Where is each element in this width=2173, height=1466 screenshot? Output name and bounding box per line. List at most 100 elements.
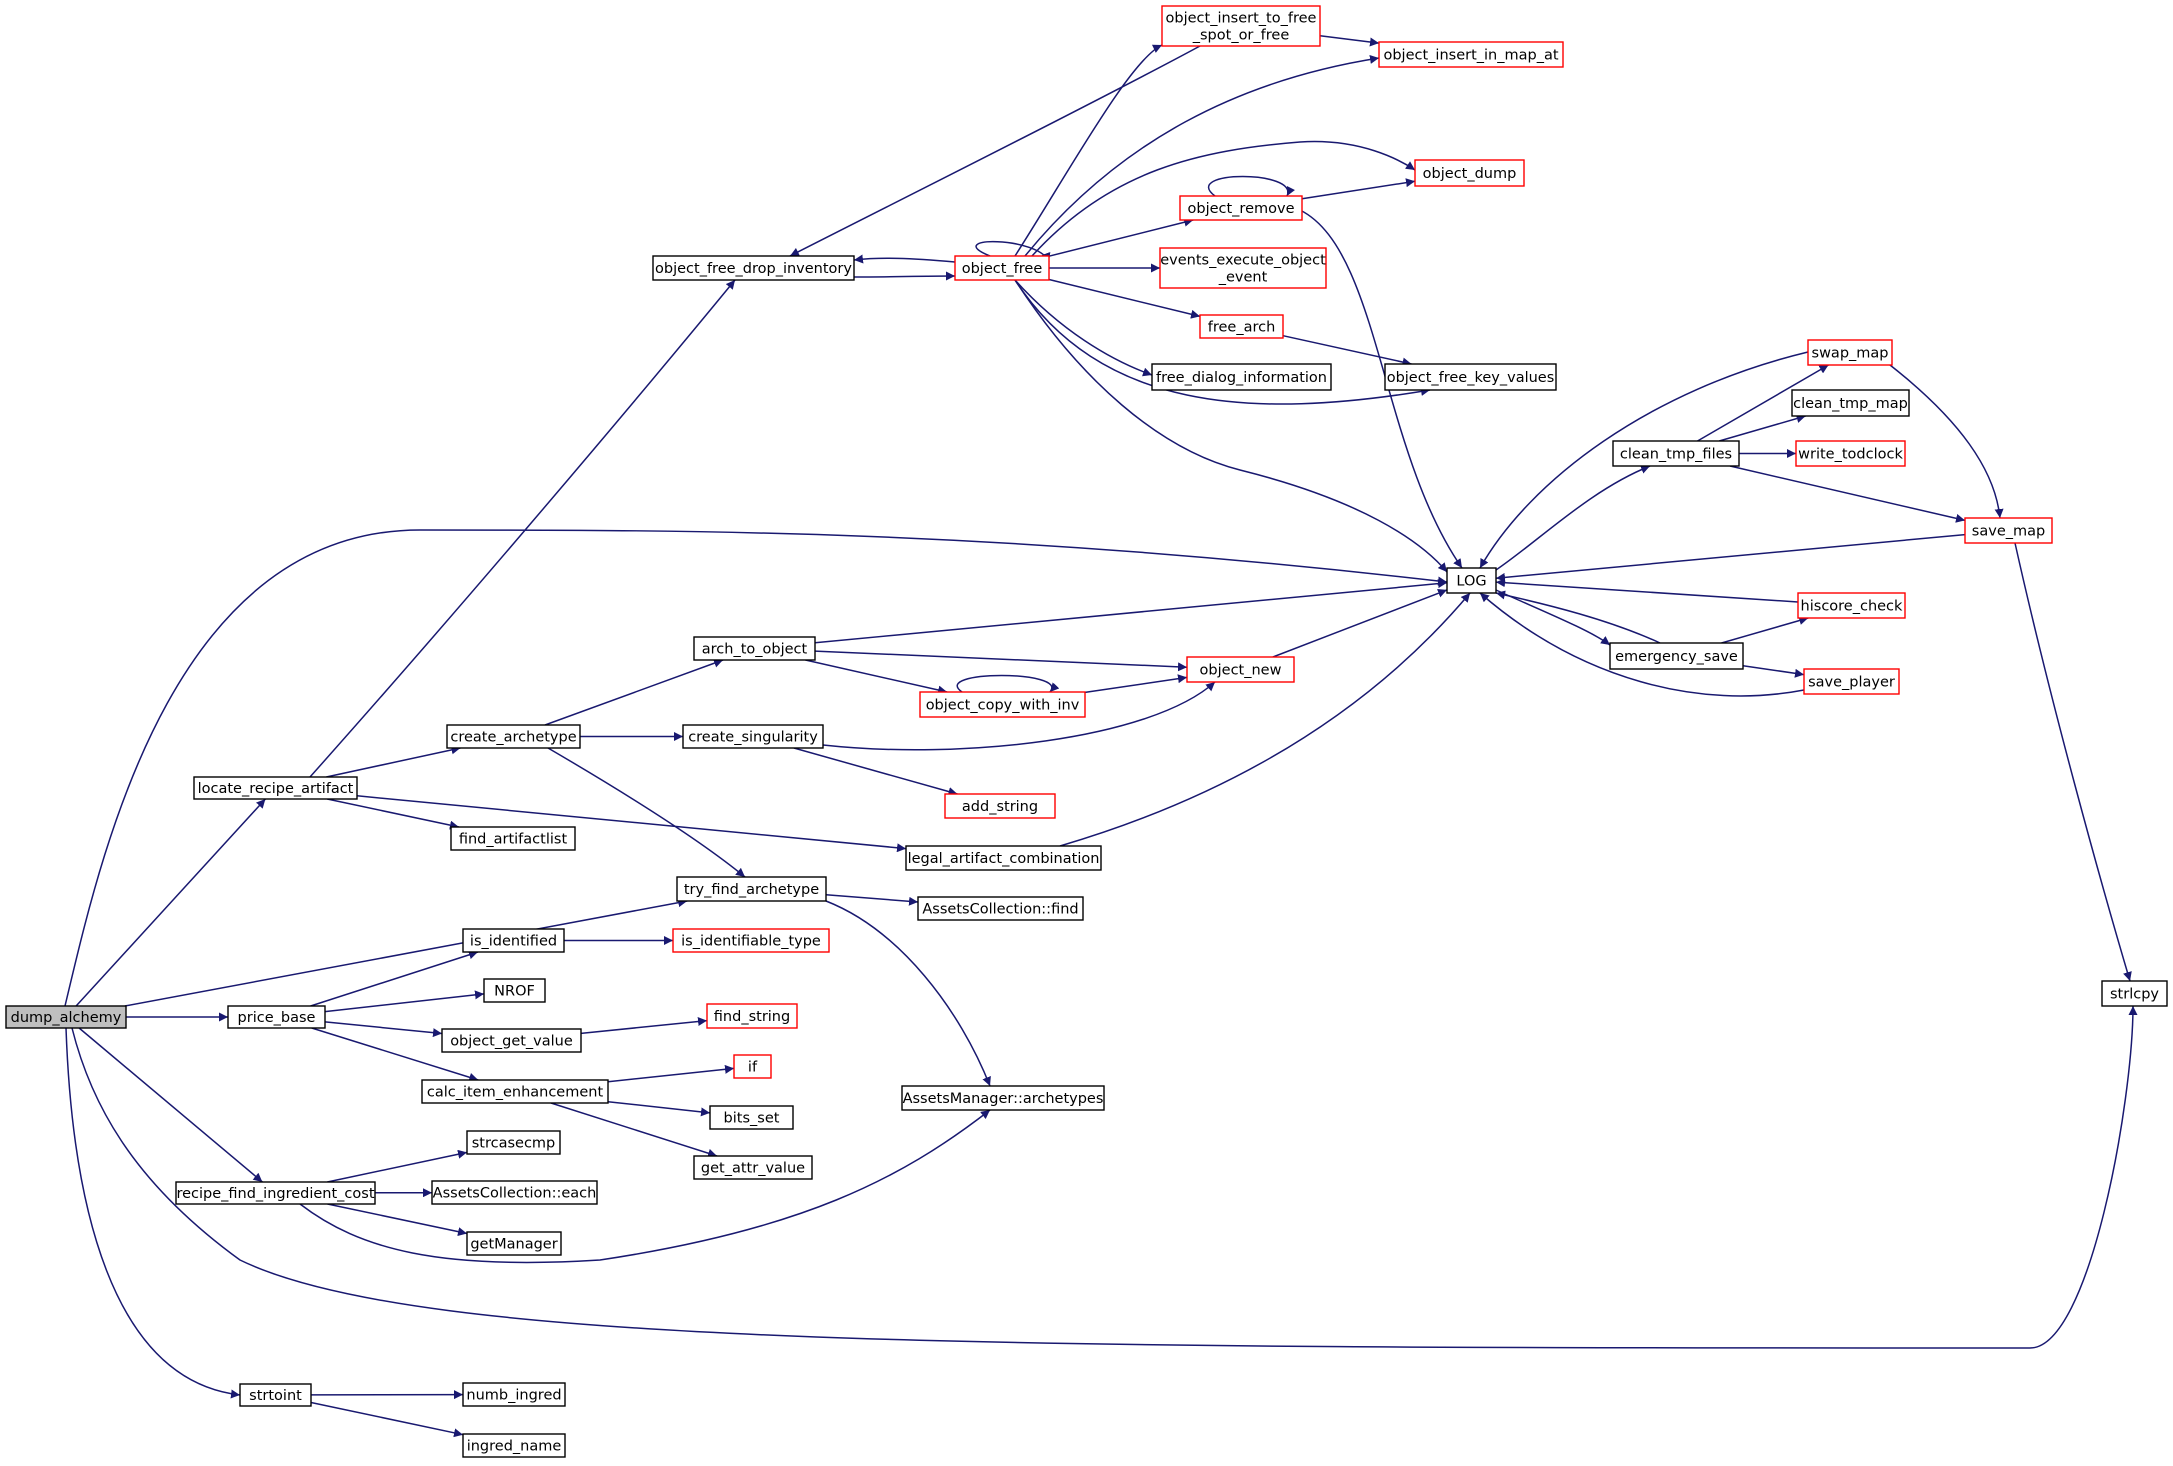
- node-box[interactable]: [193, 776, 358, 800]
- node-box[interactable]: [919, 691, 1086, 718]
- node-box[interactable]: [1179, 195, 1303, 221]
- node-box[interactable]: [441, 1028, 582, 1053]
- node-getManager[interactable]: getManager: [466, 1231, 562, 1256]
- node-box[interactable]: [709, 1105, 794, 1130]
- node-box[interactable]: [693, 636, 816, 661]
- node-create_singularity[interactable]: create_singularity: [682, 724, 824, 749]
- node-object_free_key_values[interactable]: object_free_key_values: [1384, 363, 1557, 391]
- node-clean_tmp_files[interactable]: clean_tmp_files: [1612, 440, 1740, 467]
- node-box[interactable]: [672, 928, 830, 953]
- node-object_free_drop_inventory[interactable]: object_free_drop_inventory: [652, 255, 855, 281]
- node-box[interactable]: [1199, 314, 1284, 339]
- node-object_dump[interactable]: object_dump: [1414, 159, 1525, 187]
- node-box[interactable]: [676, 876, 827, 902]
- node-try_find_archetype[interactable]: try_find_archetype: [676, 876, 827, 902]
- node-recipe_find_ingredient_cost[interactable]: recipe_find_ingredient_cost: [175, 1181, 376, 1205]
- node-box[interactable]: [1609, 642, 1744, 670]
- node-add_string[interactable]: add_string: [944, 793, 1056, 819]
- node-box[interactable]: [1161, 5, 1321, 47]
- node-numb_ingred[interactable]: numb_ingred: [462, 1382, 566, 1407]
- node-object_insert_in_map_at[interactable]: object_insert_in_map_at: [1378, 41, 1564, 68]
- node-box[interactable]: [1446, 567, 1497, 594]
- node-create_archetype[interactable]: create_archetype: [446, 724, 581, 749]
- node-AssetsCollection_each[interactable]: AssetsCollection::each: [431, 1180, 598, 1205]
- node-box[interactable]: [693, 1155, 813, 1180]
- node-is_identifiable_type[interactable]: is_identifiable_type: [672, 928, 830, 953]
- node-ingred_name[interactable]: ingred_name: [462, 1433, 566, 1458]
- node-bits_set[interactable]: bits_set: [709, 1105, 794, 1130]
- node-swap_map[interactable]: swap_map: [1807, 339, 1893, 366]
- node-dump_alchemy[interactable]: dump_alchemy: [5, 1005, 127, 1029]
- node-box[interactable]: [1384, 363, 1557, 391]
- node-box[interactable]: [5, 1005, 127, 1029]
- node-object_copy_with_inv[interactable]: object_copy_with_inv: [919, 691, 1086, 718]
- node-free_dialog_information[interactable]: free_dialog_information: [1151, 363, 1332, 391]
- node-box[interactable]: [944, 793, 1056, 819]
- node-free_arch[interactable]: free_arch: [1199, 314, 1284, 339]
- node-box[interactable]: [901, 1085, 1105, 1111]
- node-box[interactable]: [227, 1005, 326, 1029]
- node-box[interactable]: [462, 1382, 566, 1407]
- node-box[interactable]: [1378, 41, 1564, 68]
- node-box[interactable]: [2101, 980, 2168, 1007]
- node-box[interactable]: [733, 1054, 772, 1079]
- node-write_todclock[interactable]: write_todclock: [1795, 440, 1906, 467]
- node-box[interactable]: [175, 1181, 376, 1205]
- node-events_execute_object_event[interactable]: events_execute_object_event: [1159, 247, 1327, 289]
- node-box[interactable]: [446, 724, 581, 749]
- node-hiscore_check[interactable]: hiscore_check: [1797, 592, 1906, 619]
- node-calc_item_enhancement[interactable]: calc_item_enhancement: [421, 1079, 609, 1104]
- node-clean_tmp_map[interactable]: clean_tmp_map: [1791, 389, 1910, 417]
- node-save_player[interactable]: save_player: [1803, 668, 1900, 695]
- node-AssetsManager_archetypes[interactable]: AssetsManager::archetypes: [901, 1085, 1105, 1111]
- node-arch_to_object[interactable]: arch_to_object: [693, 636, 816, 661]
- node-object_free[interactable]: object_free: [954, 255, 1050, 281]
- node-price_base[interactable]: price_base: [227, 1005, 326, 1029]
- node-box[interactable]: [431, 1180, 598, 1205]
- node-object_get_value[interactable]: object_get_value: [441, 1028, 582, 1053]
- node-box[interactable]: [1807, 339, 1893, 366]
- node-box[interactable]: [954, 255, 1050, 281]
- node-locate_recipe_artifact[interactable]: locate_recipe_artifact: [193, 776, 358, 800]
- node-box[interactable]: [706, 1003, 798, 1029]
- node-box[interactable]: [1159, 247, 1327, 289]
- node-emergency_save[interactable]: emergency_save: [1609, 642, 1744, 670]
- node-LOG[interactable]: LOG: [1446, 567, 1497, 594]
- node-box[interactable]: [1964, 517, 2053, 544]
- node-find_string[interactable]: find_string: [706, 1003, 798, 1029]
- node-box[interactable]: [652, 255, 855, 281]
- node-box[interactable]: [682, 724, 824, 749]
- node-box[interactable]: [483, 978, 546, 1003]
- node-box[interactable]: [1795, 440, 1906, 467]
- node-object_insert_to_free_spot_or_free[interactable]: object_insert_to_free_spot_or_free: [1161, 5, 1321, 47]
- node-NROF[interactable]: NROF: [483, 978, 546, 1003]
- node-box[interactable]: [462, 928, 565, 953]
- node-box[interactable]: [1791, 389, 1910, 417]
- node-object_new[interactable]: object_new: [1186, 656, 1295, 683]
- node-box[interactable]: [1186, 656, 1295, 683]
- node-save_map[interactable]: save_map: [1964, 517, 2053, 544]
- node-find_artifactlist[interactable]: find_artifactlist: [450, 826, 576, 851]
- node-strtoint[interactable]: strtoint: [239, 1383, 312, 1407]
- node-is_identified[interactable]: is_identified: [462, 928, 565, 953]
- node-box[interactable]: [905, 845, 1102, 871]
- node-box[interactable]: [1612, 440, 1740, 467]
- node-box[interactable]: [239, 1383, 312, 1407]
- node-if[interactable]: if: [733, 1054, 772, 1079]
- node-box[interactable]: [421, 1079, 609, 1104]
- node-box[interactable]: [1414, 159, 1525, 187]
- node-box[interactable]: [1151, 363, 1332, 391]
- node-box[interactable]: [1797, 592, 1906, 619]
- node-box[interactable]: [917, 896, 1084, 921]
- node-box[interactable]: [466, 1130, 561, 1155]
- node-box[interactable]: [462, 1433, 566, 1458]
- node-object_remove[interactable]: object_remove: [1179, 195, 1303, 221]
- node-strcasecmp[interactable]: strcasecmp: [466, 1130, 561, 1155]
- node-box[interactable]: [466, 1231, 562, 1256]
- node-get_attr_value[interactable]: get_attr_value: [693, 1155, 813, 1180]
- node-box[interactable]: [450, 826, 576, 851]
- node-legal_artifact_combination[interactable]: legal_artifact_combination: [905, 845, 1102, 871]
- node-box[interactable]: [1803, 668, 1900, 695]
- node-strlcpy[interactable]: strlcpy: [2101, 980, 2168, 1007]
- node-AssetsCollection_find[interactable]: AssetsCollection::find: [917, 896, 1084, 921]
